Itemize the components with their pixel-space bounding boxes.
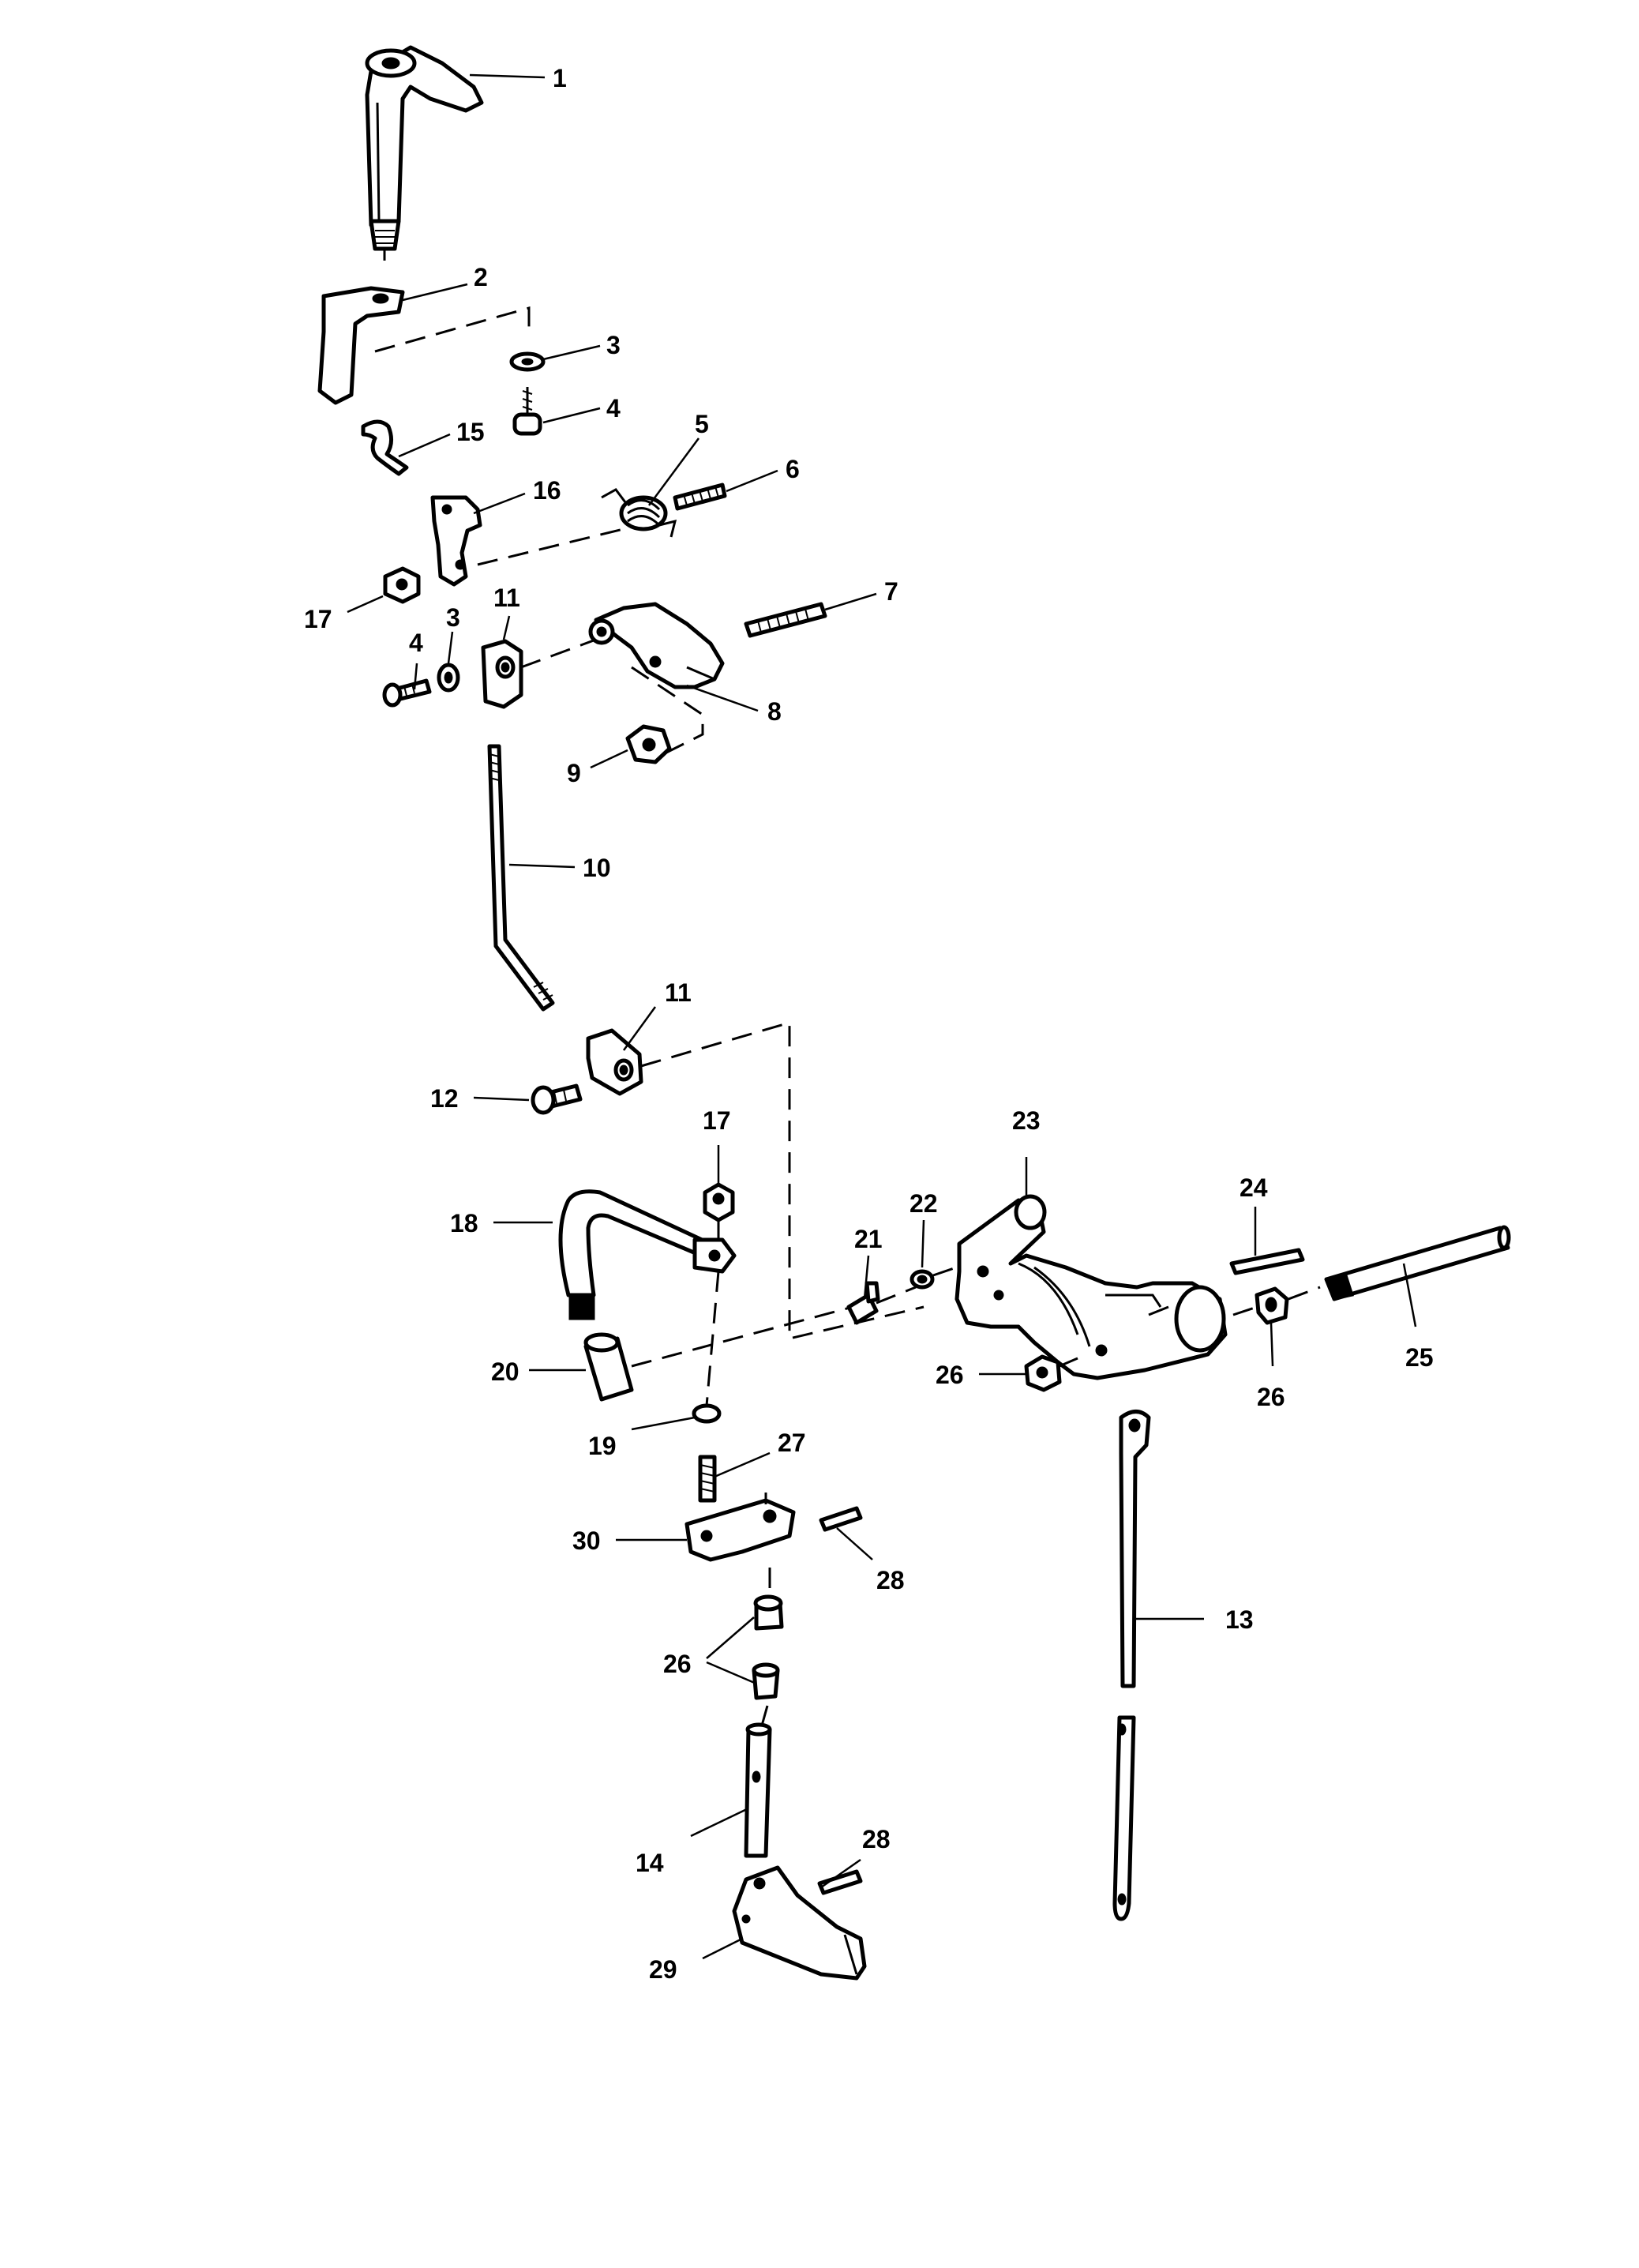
callout-17-upper: 17 xyxy=(304,605,332,633)
callout-4-middle: 4 xyxy=(409,629,423,657)
part-9-nut xyxy=(625,724,672,764)
part-3-washer-middle xyxy=(437,663,460,693)
callout-20: 20 xyxy=(491,1357,519,1386)
callout-22: 22 xyxy=(910,1189,938,1218)
part-2-lever xyxy=(317,286,531,405)
callout-3-top: 3 xyxy=(606,331,621,359)
part-22-washer xyxy=(910,1264,964,1290)
part-24-pin xyxy=(1229,1248,1305,1275)
callout-3-middle: 3 xyxy=(446,603,460,632)
callout-1: 1 xyxy=(553,64,567,92)
callout-11-lower: 11 xyxy=(665,978,692,1007)
callout-2: 2 xyxy=(474,263,488,291)
part-26-bushing-lower-b xyxy=(752,1662,780,1700)
callout-27: 27 xyxy=(778,1429,806,1457)
callout-23: 23 xyxy=(1012,1106,1041,1135)
leader-lines xyxy=(347,73,1417,1960)
callout-labels: 1 2 3 4 15 5 6 16 17 11 7 4 3 8 9 10 11 … xyxy=(304,64,1434,1984)
callout-7: 7 xyxy=(884,577,898,606)
part-23-shift-lever-assembly xyxy=(955,1194,1228,1380)
callout-28-lower: 28 xyxy=(862,1825,891,1853)
part-20-sleeve xyxy=(583,1305,853,1402)
part-29-cam-shoe xyxy=(732,1865,867,1981)
part-1-shift-shaft xyxy=(365,45,484,261)
part-4-screw-middle xyxy=(382,678,432,708)
callout-12: 12 xyxy=(430,1084,459,1113)
callout-11-upper: 11 xyxy=(493,584,520,612)
part-28-pin-upper xyxy=(819,1506,863,1532)
callout-28-upper: 28 xyxy=(876,1566,905,1594)
callout-15: 15 xyxy=(456,418,485,446)
callout-6: 6 xyxy=(786,455,800,483)
part-6-stud xyxy=(673,483,727,511)
callout-10: 10 xyxy=(583,854,611,882)
callout-25: 25 xyxy=(1405,1343,1434,1372)
callout-19: 19 xyxy=(588,1432,617,1460)
callout-9: 9 xyxy=(567,759,581,787)
part-19-washer xyxy=(692,1403,722,1424)
part-5-spring xyxy=(601,488,677,538)
part-12-screw xyxy=(531,1083,583,1115)
part-21-screw xyxy=(846,1281,917,1325)
part-18-bent-rod xyxy=(558,1189,737,1320)
part-16-lever xyxy=(430,495,482,587)
callout-5: 5 xyxy=(695,410,709,438)
part-26-bushing-lower-a xyxy=(753,1594,784,1631)
callout-13: 13 xyxy=(1225,1605,1254,1634)
part-13-link-rod xyxy=(1112,1410,1151,1921)
part-7-stud xyxy=(744,602,827,638)
callout-24: 24 xyxy=(1240,1173,1268,1202)
callout-26-left: 26 xyxy=(936,1361,964,1389)
part-25-shaft xyxy=(1324,1225,1511,1301)
part-26-nut-left xyxy=(1024,1354,1062,1392)
callout-8: 8 xyxy=(767,697,782,726)
part-4-screw-top xyxy=(512,387,542,436)
part-3-washer-top xyxy=(509,351,546,372)
part-8-lever-arm xyxy=(588,602,725,756)
part-17-nut-lower xyxy=(703,1182,735,1222)
callout-17-lower: 17 xyxy=(703,1106,731,1135)
part-27-stud xyxy=(698,1455,717,1503)
callout-26-right: 26 xyxy=(1257,1383,1285,1411)
callout-16: 16 xyxy=(533,476,561,505)
part-15-clip xyxy=(361,419,409,476)
callout-18: 18 xyxy=(450,1209,478,1237)
callout-26-lower: 26 xyxy=(663,1650,692,1678)
part-26-bushing-right xyxy=(1232,1286,1321,1325)
part-14-pin-shaft xyxy=(744,1722,772,1858)
part-17-nut-upper xyxy=(383,566,421,604)
part-11-link-end-upper xyxy=(481,639,523,709)
callout-4-top: 4 xyxy=(606,394,621,422)
callout-29: 29 xyxy=(649,1955,677,1984)
callout-30: 30 xyxy=(572,1526,601,1555)
callout-21: 21 xyxy=(854,1225,883,1253)
callout-14: 14 xyxy=(636,1849,664,1877)
part-10-shift-rod xyxy=(487,744,555,1012)
part-30-lever-plate xyxy=(684,1493,796,1562)
part-28-pin-lower xyxy=(817,1869,863,1895)
